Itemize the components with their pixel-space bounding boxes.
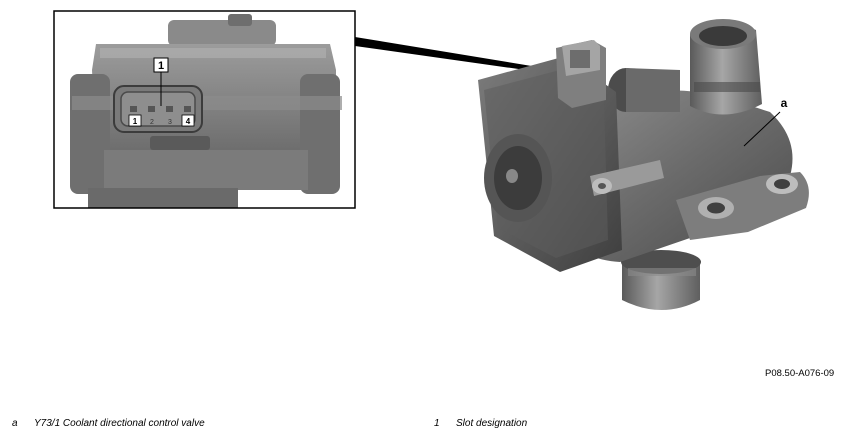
pin-label-3: 3 xyxy=(168,119,172,126)
inset-frame xyxy=(53,10,356,209)
zoom-leader-line xyxy=(355,37,568,76)
inset-detail-view xyxy=(54,11,355,208)
figure-code: P08.50-A076-09 xyxy=(765,368,835,379)
legend-key: a xyxy=(12,418,18,429)
slot-callout-label: 1 xyxy=(158,60,164,72)
pin-label-1: 1 xyxy=(133,117,138,126)
pin-label-4: 4 xyxy=(186,117,191,126)
legend-key: 1 xyxy=(434,418,440,429)
legend-text: Slot designation xyxy=(456,418,528,429)
pin-label-2: 2 xyxy=(150,119,154,126)
coolant-valve-illustration xyxy=(478,19,809,310)
legend-text: Y73/1 Coolant directional control valve xyxy=(34,418,205,429)
valve-callout-leader xyxy=(743,111,781,147)
valve-callout-label: a xyxy=(781,96,788,110)
